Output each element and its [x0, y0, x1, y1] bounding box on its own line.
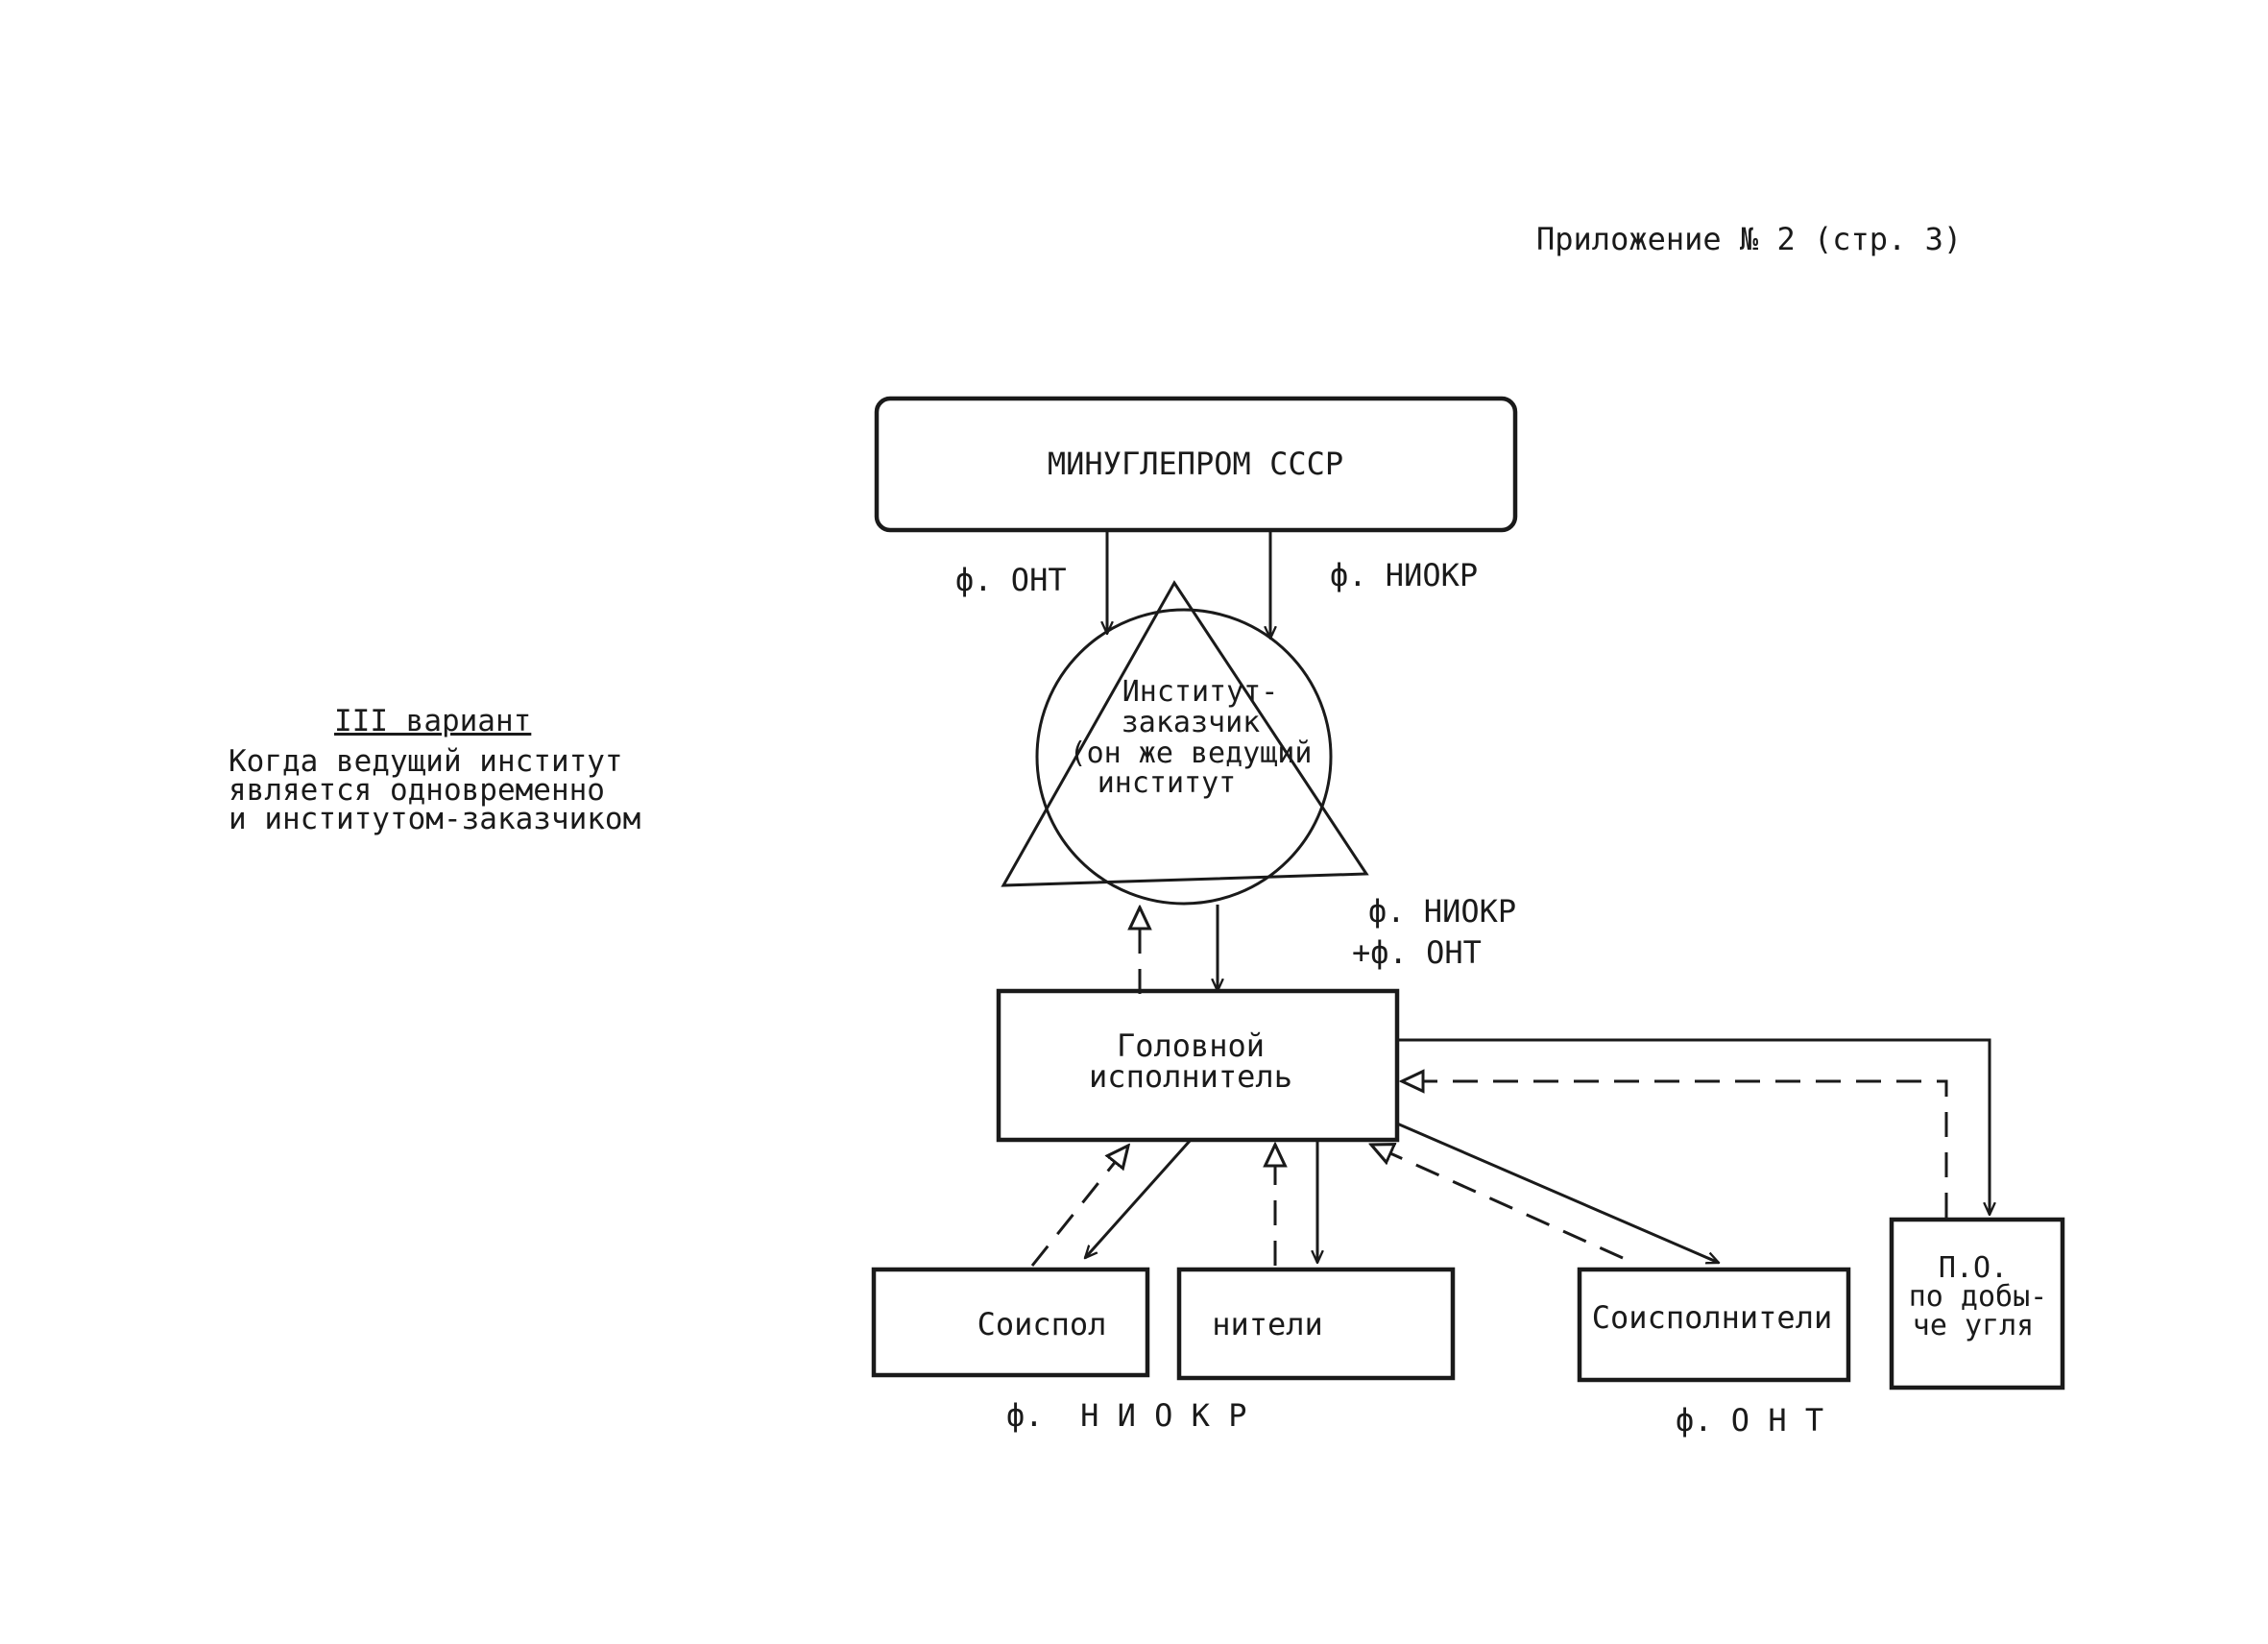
- appendix-header: Приложение № 2 (стр. 3): [1536, 221, 1963, 257]
- label-f-ont-top: ф. ОНТ: [955, 562, 1067, 598]
- ministry-box: [874, 396, 1518, 533]
- arrow-head-to-coexec-right: [1396, 1122, 1719, 1263]
- coexec-left-box-a: [871, 1267, 1150, 1378]
- institute-label-line: институт: [1098, 766, 1237, 800]
- variant-title: III вариант: [334, 704, 532, 738]
- coexec-left-label-b: нители: [1212, 1306, 1323, 1342]
- variant-line: Когда ведущий институт: [229, 744, 623, 779]
- institute-triangle: [1001, 580, 1369, 887]
- production-assoc-label-line: П.О.: [1939, 1251, 2008, 1285]
- arrow-coexec-left-to-head-dashed: [1030, 1146, 1128, 1267]
- label-f-ont-mid: +ф. ОНТ: [1352, 934, 1482, 971]
- arrow-production-to-head-dashed: [1402, 1081, 1948, 1218]
- coexec-left-box-b: [1176, 1267, 1456, 1381]
- label-f-niokr-mid: ф. НИОКР: [1368, 893, 1516, 930]
- variant-description: III вариант Когда ведущий институт являе…: [229, 707, 640, 834]
- label-f-niokr-top: ф. НИОКР: [1330, 557, 1478, 593]
- arrow-head-to-production: [1397, 1038, 1990, 1215]
- institute-label-line: Институт-: [1122, 675, 1279, 709]
- arrow-head-to-coexec-left: [1085, 1139, 1193, 1258]
- head-executor-label-line: Головной: [1117, 1028, 1265, 1064]
- label-f-ont-bottom: ф. О Н Т: [1676, 1402, 1823, 1438]
- production-assoc-label-line: че угля: [1913, 1309, 2034, 1342]
- arrow-coexec-right-to-head-dashed: [1371, 1145, 1624, 1260]
- head-executor-label-line: исполнитель: [1089, 1058, 1292, 1095]
- production-assoc-label-line: по добы-: [1909, 1280, 2048, 1314]
- label-f-niokr-bottom: ф. Н И О К Р: [1006, 1397, 1246, 1434]
- institute-label-line: заказчик: [1122, 706, 1261, 739]
- coexec-right-label: Соисполнители: [1592, 1299, 1832, 1336]
- coexec-left-label-a: Соиспол: [977, 1306, 1107, 1342]
- variant-line: является одновременно: [229, 773, 605, 808]
- variant-line: и институтом-заказчиком: [229, 802, 641, 836]
- head-executor-box: [996, 988, 1400, 1143]
- coexec-right-box: [1577, 1267, 1851, 1383]
- production-assoc-box: [1889, 1217, 2065, 1390]
- ministry-label: МИНУГЛЕПРОМ СССР: [1048, 446, 1343, 482]
- institute-label-line: (он же ведущий: [1070, 737, 1313, 770]
- institute-circle: [1035, 608, 1333, 906]
